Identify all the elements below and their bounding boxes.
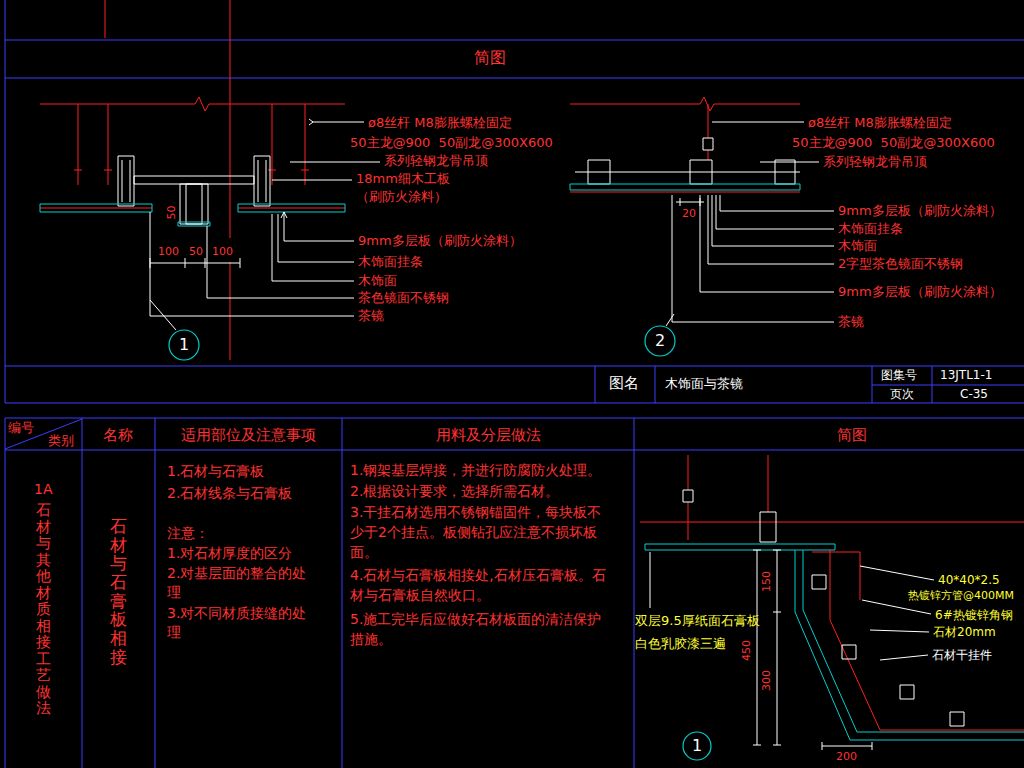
- annotation: 热镀锌方管@400MM: [908, 589, 1014, 602]
- title-block-cell: 图集号: [881, 368, 917, 382]
- dimension: 50: [165, 205, 178, 219]
- annotation: 石材20mm: [933, 625, 996, 639]
- dimension: 20: [682, 207, 696, 220]
- table-cell: 1.对石材厚度的区分: [167, 544, 317, 563]
- annotation: （刷防火涂料）: [356, 189, 447, 205]
- table-cell: 5.施工完毕后应做好石材板面的清洁保护措施。: [350, 609, 608, 649]
- dimension: 100: [212, 245, 233, 258]
- ceiling-section: [575, 138, 800, 184]
- table-cell: 石材与其他材质相接工艺做法: [36, 502, 51, 717]
- dimension: 300: [759, 670, 772, 691]
- ceiling-section: [570, 97, 800, 192]
- table-cell: 1A: [34, 481, 52, 498]
- dimension: 100: [158, 245, 179, 258]
- annotation: 9mm多层板（刷防火涂料）: [838, 284, 1002, 300]
- table-header: 类别: [48, 433, 74, 449]
- ceiling-section: [40, 97, 345, 208]
- table-cell: 2.石材线条与石膏板: [167, 484, 317, 503]
- leader-line: [666, 122, 834, 326]
- annotation: 木饰面: [838, 238, 877, 254]
- annotation: 茶镜: [838, 314, 864, 330]
- guide-line: [105, 0, 230, 360]
- title-block-cell: 木饰面与茶镜: [665, 376, 743, 392]
- annotation: 白色乳胶漆三遍: [635, 636, 726, 652]
- annotation: 9mm多层板（刷防火涂料）: [838, 203, 1002, 219]
- table-cell: 注意：: [167, 524, 317, 543]
- table-cell: 2.对基层面的整合的处理: [167, 564, 317, 602]
- callout-circle: 2: [644, 325, 676, 357]
- callout-number: 1: [179, 336, 189, 354]
- table-cell: 3.对不同材质接缝的处理: [167, 604, 317, 642]
- frame-line: [5, 0, 1024, 768]
- title-block-cell: 图名: [609, 374, 639, 392]
- dimension: 50: [189, 245, 203, 258]
- annotation: 茶色镜面不锈钢: [358, 290, 449, 306]
- callout-circle: 1: [682, 731, 712, 761]
- dimension: 450: [739, 640, 752, 661]
- callout-outline: [645, 326, 675, 356]
- annotation: 茶镜: [358, 308, 384, 324]
- guide-line: [105, 0, 230, 360]
- callout-number: 2: [655, 332, 665, 350]
- callout-circle: 1: [168, 329, 200, 361]
- table-header: 简图: [837, 426, 867, 444]
- table-header: 编号: [8, 420, 34, 436]
- table-cell: 石材与石膏板相接: [110, 517, 127, 667]
- annotation: 9mm多层板（刷防火涂料）: [358, 233, 522, 249]
- annotation: 2字型茶色镜面不锈钢: [838, 256, 963, 272]
- annotation: 系列轻钢龙骨吊顶: [823, 154, 927, 170]
- table-header: 用料及分层做法: [436, 426, 541, 444]
- stone-joint-section: [640, 455, 1024, 740]
- ceiling-section: [118, 156, 270, 224]
- table-cell: 4.石材与石膏板相接处,石材压石膏板。石材与石膏板自然收口。: [350, 565, 608, 605]
- frame-line: [5, 0, 1024, 768]
- dimension: 150: [759, 571, 772, 592]
- annotation: 系列轻钢龙骨吊顶: [384, 153, 488, 169]
- table-cell: 1.石材与石膏板: [167, 462, 317, 481]
- annotation: ø8丝杆 M8膨胀螺栓固定: [808, 115, 952, 131]
- annotation: 石材干挂件: [932, 648, 992, 662]
- annotation: 50主龙@900 50副龙@300X600: [350, 135, 553, 151]
- callout-outline: [169, 330, 199, 360]
- annotation: 40*40*2.5: [938, 573, 1000, 587]
- table-header: 适用部位及注意事项: [181, 426, 316, 444]
- ceiling-section: [40, 204, 345, 226]
- annotation: 18mm细木工板: [356, 171, 450, 187]
- stone-joint-section: [640, 455, 1024, 730]
- callout-outline: [683, 732, 711, 760]
- leader-line: [150, 258, 240, 268]
- leader-line: [666, 122, 834, 326]
- ceiling-section: [570, 97, 800, 192]
- title-block-cell: 页次: [890, 387, 914, 401]
- leader-line: [150, 119, 380, 330]
- annotation: 6#热镀锌角钢: [935, 608, 1013, 622]
- dimension: 200: [836, 750, 857, 763]
- callout-number: 1: [692, 737, 702, 755]
- section-title: 简图: [474, 48, 506, 67]
- table-header: 名称: [103, 426, 133, 444]
- table-cell: 2.根据设计要求，选择所需石材。: [350, 481, 608, 501]
- annotation: 50主龙@900 50副龙@300X600: [792, 135, 995, 151]
- annotation: 木饰面挂条: [838, 221, 903, 237]
- stone-joint-section: [683, 490, 964, 726]
- annotation: ø8丝杆 M8膨胀螺栓固定: [368, 115, 512, 131]
- title-block-cell: C-35: [960, 387, 988, 401]
- ceiling-section: [570, 184, 800, 190]
- title-block-cell: 13JTL1-1: [940, 368, 992, 382]
- annotation: 双层9.5厚纸面石膏板: [635, 613, 760, 629]
- leader-line: [150, 119, 380, 330]
- leader-line: [753, 550, 872, 750]
- annotation: 木饰面挂条: [358, 254, 423, 270]
- table-cell: 1.钢架基层焊接，并进行防腐防火处理。: [350, 460, 608, 480]
- table-cell: 3.干挂石材选用不锈钢锚固件，每块板不少于2个挂点。板侧钻孔应注意不损坏板面。: [350, 502, 608, 562]
- annotation: 木饰面: [358, 273, 397, 289]
